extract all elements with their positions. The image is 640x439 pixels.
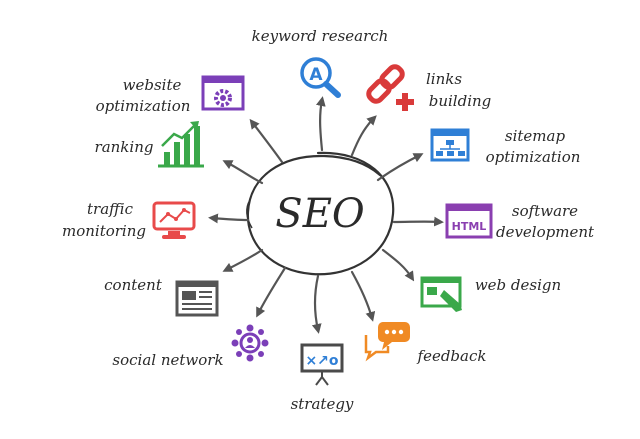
node-social-network: social network [112, 324, 269, 369]
browser-gear-icon [201, 75, 245, 111]
arrow-sitemap [376, 153, 424, 182]
traffic-label-line-1: traffic [87, 200, 134, 218]
strategy-board-mark: ×↗o [305, 353, 338, 369]
node-website-optimization: website optimization [96, 75, 245, 115]
center-label: SEO [275, 191, 364, 237]
chain-link-plus-icon [366, 64, 414, 111]
center-node: SEO [246, 151, 395, 276]
arrow-website-optimization [249, 118, 284, 164]
sitemap-label-line-1: sitemap [505, 127, 566, 145]
keyword-research-label: keyword research [252, 27, 389, 45]
connector-arrows [208, 96, 444, 334]
node-feedback: feedback [364, 322, 487, 365]
node-web-design: web design [420, 276, 561, 312]
node-content: content [104, 276, 219, 317]
magnifier-letter-icon: A [300, 57, 341, 98]
node-keyword-research: A keyword research [252, 27, 389, 98]
links-building-label-line-2: building [429, 92, 492, 110]
traffic-label-line-2: monitoring [62, 222, 146, 240]
html-window-icon: HTML [445, 203, 493, 239]
arrow-web-design [381, 248, 415, 282]
arrow-ranking [222, 160, 264, 185]
web-design-label: web design [475, 276, 561, 294]
node-ranking: ranking [95, 121, 204, 168]
content-label: content [104, 276, 163, 294]
bar-chart-icon [158, 121, 204, 168]
arrow-keyword-research [315, 96, 326, 152]
node-software-development: HTML software development [445, 202, 595, 241]
software-label-line-2: development [496, 223, 595, 241]
website-optimization-label-line-2: optimization [96, 97, 191, 115]
links-building-label-line-1: links [426, 70, 462, 88]
arrow-social-network [256, 266, 287, 318]
website-optimization-label-line-1: website [123, 76, 182, 94]
arrow-feedback [350, 270, 376, 322]
strategy-board-icon: ×↗o [300, 343, 344, 386]
arrow-links-building [350, 115, 377, 157]
arrow-strategy [311, 274, 322, 334]
monitor-graph-icon [152, 201, 196, 239]
chat-bubble-icon [364, 322, 410, 362]
sitemap-label-line-2: optimization [486, 148, 581, 166]
node-sitemap-optimization: sitemap optimization [430, 127, 581, 166]
node-links-building: links building [366, 64, 491, 111]
strategy-label: strategy [291, 395, 354, 413]
feedback-label: feedback [417, 347, 487, 365]
design-pencil-icon [420, 276, 462, 312]
ranking-label: ranking [95, 138, 154, 156]
sitemap-icon [430, 128, 470, 162]
arrow-content [222, 248, 264, 272]
node-traffic-monitoring: traffic monitoring [62, 200, 196, 240]
magnifier-letter: A [309, 65, 323, 85]
document-page-icon [175, 280, 219, 317]
arrow-traffic [208, 213, 250, 224]
social-network-label: social network [112, 351, 223, 369]
node-strategy: ×↗o strategy [291, 343, 354, 413]
software-label-line-1: software [512, 202, 578, 220]
network-people-icon [231, 324, 269, 362]
html-icon-text: HTML [452, 220, 487, 233]
